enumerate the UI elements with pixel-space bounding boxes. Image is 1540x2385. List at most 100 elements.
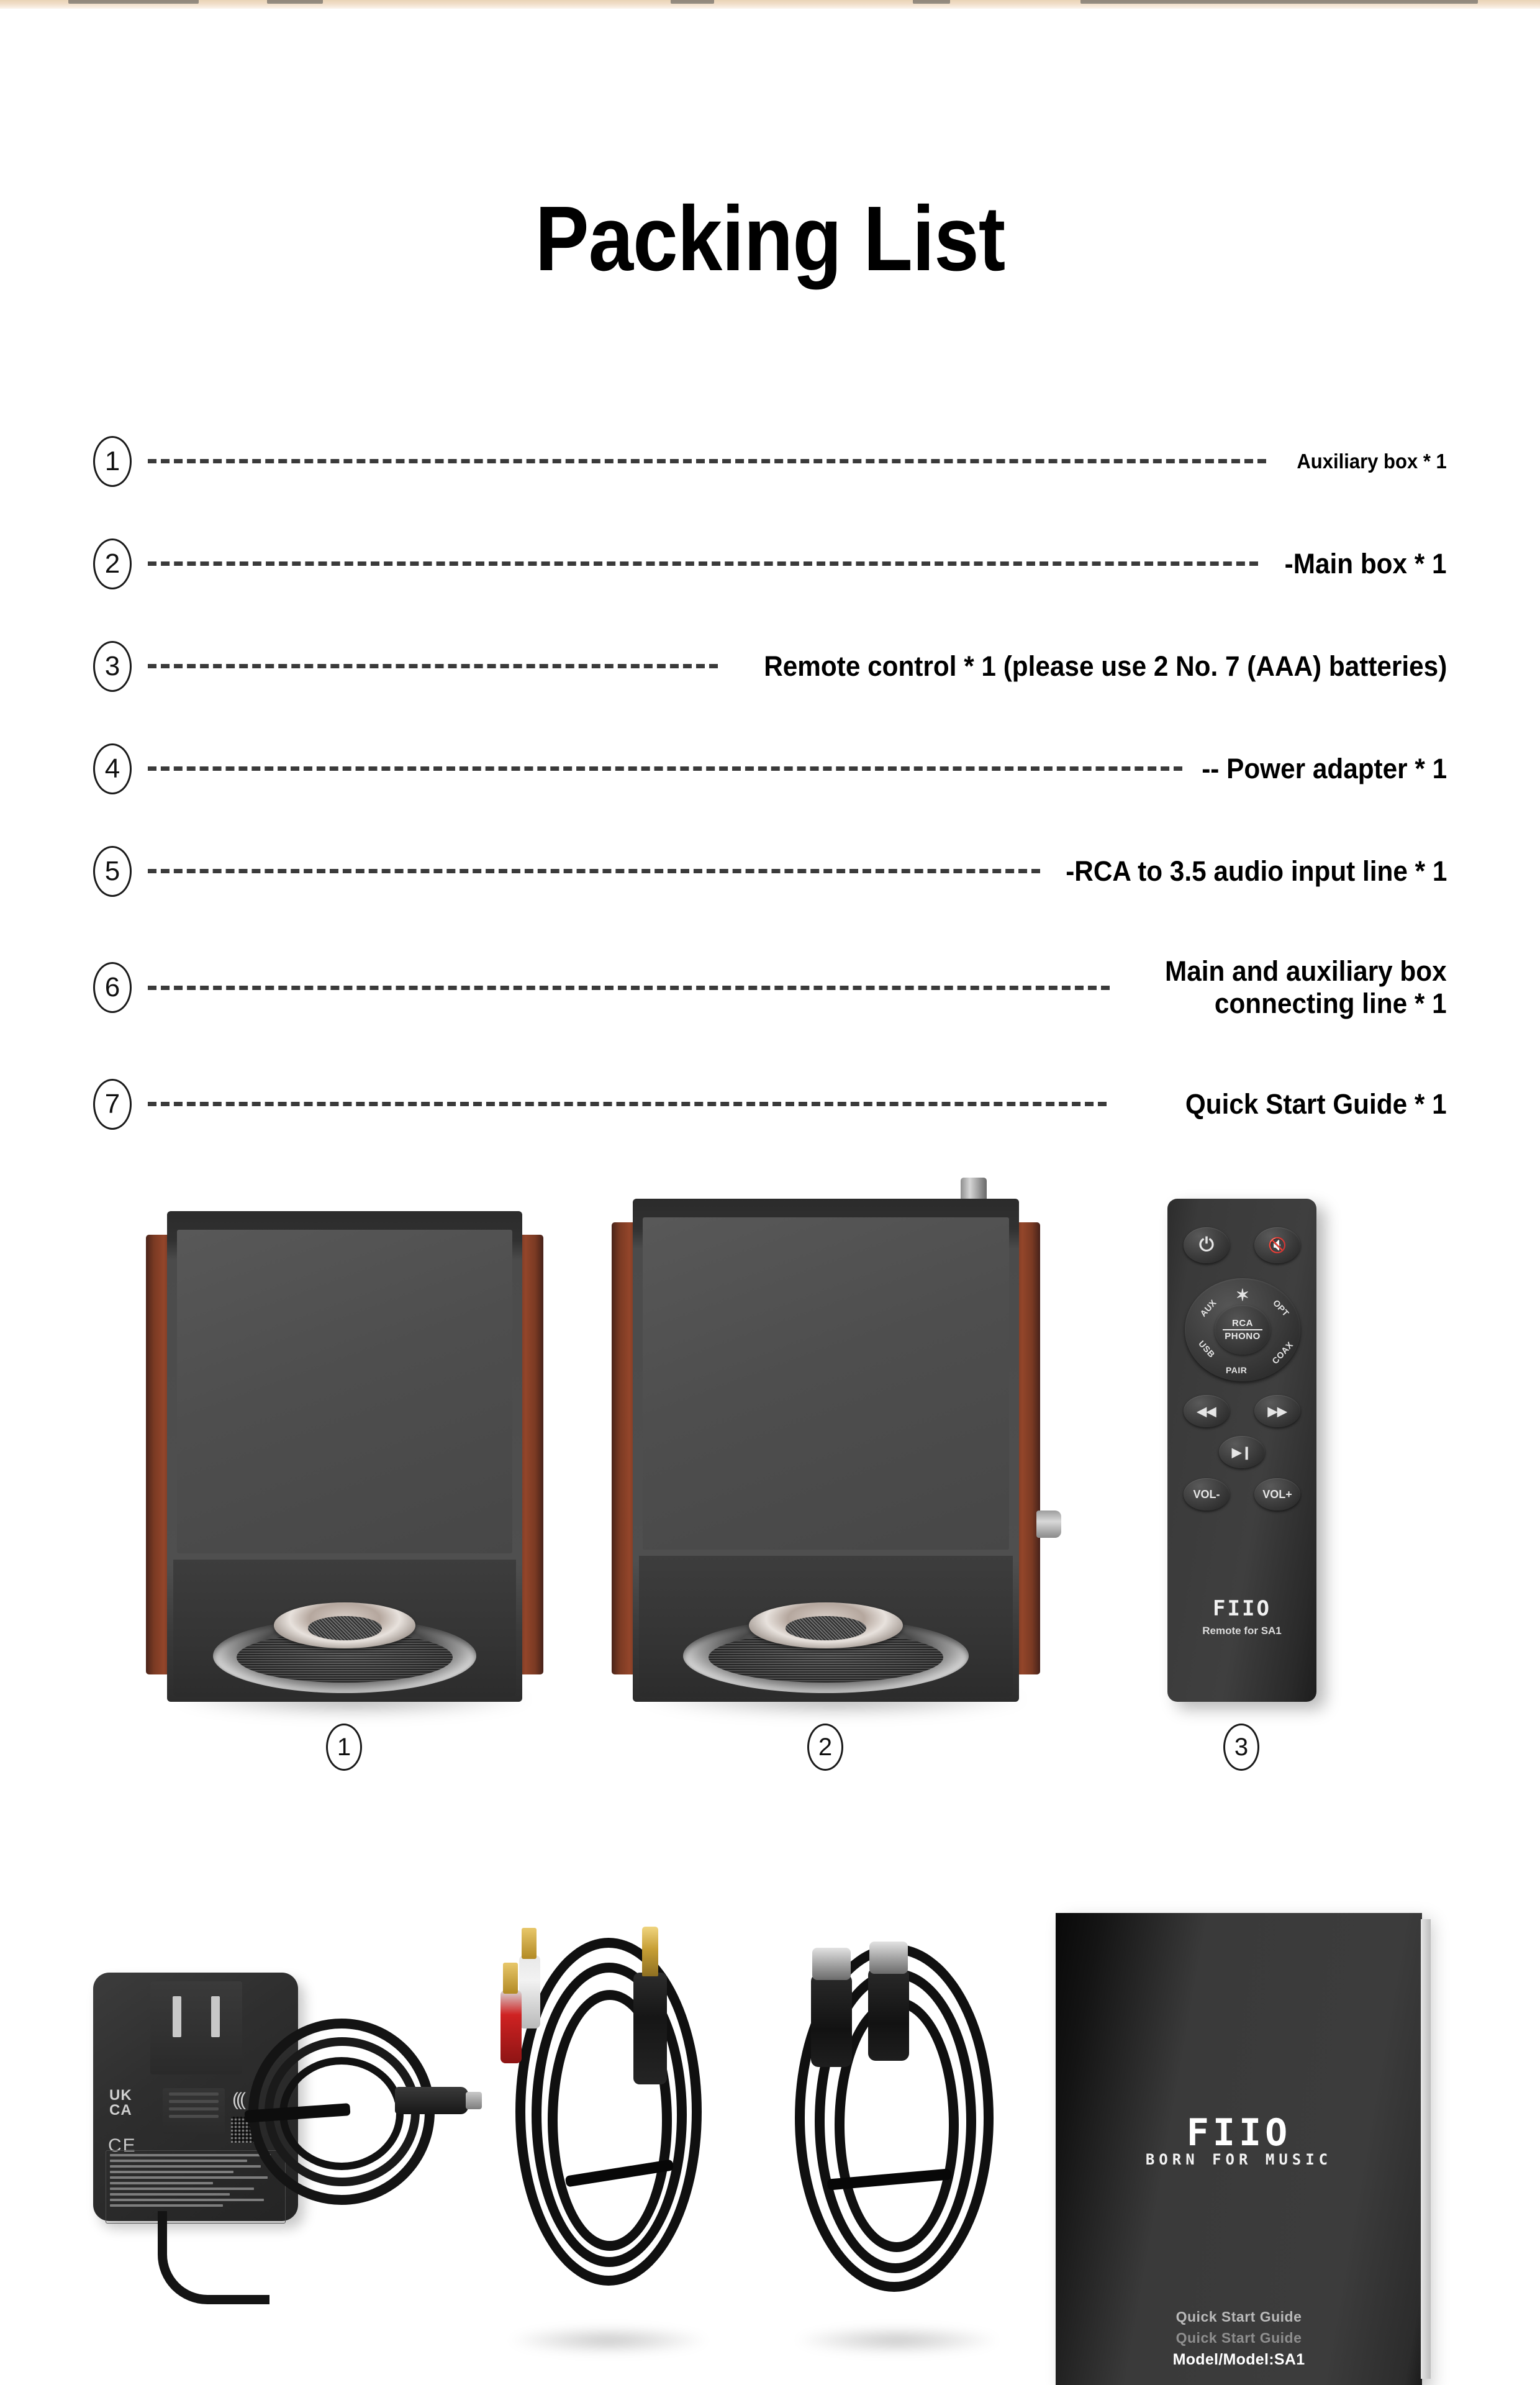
play-pause-button[interactable]: ▶❙ — [1219, 1436, 1265, 1468]
next-track-button[interactable]: ▶▶ — [1254, 1395, 1300, 1427]
leader-line — [148, 459, 1267, 463]
speaker-front-face — [643, 1217, 1009, 1550]
ukca-mark: UK CA — [109, 2087, 132, 2119]
pair-button-label[interactable]: PAIR — [1226, 1365, 1248, 1375]
din-metal-ring — [869, 1942, 908, 1974]
volume-down-button[interactable]: VOL- — [1184, 1478, 1230, 1510]
phono-label: PHONO — [1225, 1330, 1261, 1342]
volume-knob — [1036, 1510, 1061, 1538]
list-item-label: -RCA to 3.5 audio input line * 1 — [1065, 855, 1447, 887]
rca-label: RCA — [1231, 1317, 1253, 1329]
adapter-cord-tail — [158, 2211, 270, 2304]
packing-list: 1 Auxiliary box * 1 2 -Main box * 1 3 Re… — [0, 410, 1540, 1155]
remote-control-photo: ⏻ 🔇 ✶ AUX OPT USB COAX PAIR RCA PHONO ◀◀ — [1167, 1199, 1316, 1702]
product-photo-row-top: 1 2 ⏻ 🔇 — [0, 1161, 1540, 1795]
speaker-connecting-cable-photo — [776, 1913, 1018, 2354]
list-item-label: Remote control * 1 (please use 2 No. 7 (… — [763, 650, 1447, 682]
leader-line — [148, 869, 1040, 873]
list-item: 3 Remote control * 1 (please use 2 No. 7… — [0, 615, 1540, 717]
3_5mm-jack-plug — [633, 1927, 667, 2084]
cable-shadow — [795, 2327, 999, 2354]
list-item: 5 -RCA to 3.5 audio input line * 1 — [0, 820, 1540, 922]
ce-mark: CE — [108, 2135, 137, 2156]
booklet-page-edges — [1421, 1919, 1431, 2379]
list-item-label: Quick Start Guide * 1 — [1185, 1088, 1447, 1120]
rca-plug-red — [500, 1963, 522, 2063]
list-item-number: 7 — [93, 1078, 132, 1130]
rca-plug-white — [519, 1928, 540, 2028]
list-item: 2 -Main box * 1 — [0, 512, 1540, 615]
din-metal-ring — [812, 1948, 851, 1980]
leader-line-wrap — [148, 985, 1110, 990]
list-item: 7 Quick Start Guide * 1 — [0, 1053, 1540, 1155]
power-adapter-photo: UK CA CE ((( — [93, 1938, 491, 2348]
jack-tip — [642, 1927, 658, 1976]
fiio-logo: FIIO — [1213, 1596, 1271, 1621]
volume-up-button[interactable]: VOL+ — [1254, 1478, 1300, 1510]
rca-pin — [503, 1963, 518, 1994]
tweeter-driver — [748, 1602, 904, 1648]
leader-line-wrap — [148, 459, 1267, 463]
page-title: Packing List — [535, 188, 1006, 290]
speaker-cabinet — [167, 1211, 522, 1702]
list-item-number: 4 — [93, 743, 132, 794]
list-item: 6 Main and auxiliary box connecting line… — [0, 922, 1540, 1053]
list-item-label: -Main box * 1 — [1285, 547, 1447, 579]
booklet-title-secondary: Quick Start Guide — [1175, 2330, 1302, 2346]
bluetooth-icon[interactable]: ✶ — [1236, 1286, 1250, 1304]
adapter-body: UK CA CE ((( — [93, 1973, 298, 2224]
divider-bar — [1222, 1329, 1263, 1330]
power-button[interactable]: ⏻ — [1184, 1227, 1230, 1263]
leader-line-wrap — [148, 1102, 1107, 1106]
leader-line — [148, 561, 1259, 566]
rca-to-3_5-cable-photo — [491, 1913, 727, 2354]
fiio-tagline: BORN FOR MUSIC — [1145, 2151, 1333, 2169]
leader-line — [148, 985, 1110, 990]
list-item-label: Main and auxiliary box connecting line *… — [1165, 955, 1447, 1019]
list-item: 1 Auxiliary box * 1 — [0, 410, 1540, 512]
usb-button-label[interactable]: USB — [1197, 1338, 1217, 1360]
dc-barrel-plug — [395, 2087, 482, 2114]
list-item-number: 6 — [93, 962, 132, 1013]
adapter-prong-right — [211, 1996, 220, 2037]
fiio-logo: FIIO — [1186, 2111, 1292, 2155]
quick-start-guide-photo: FIIO BORN FOR MUSIC Quick Start Guide Qu… — [1056, 1913, 1431, 2385]
adapter-prong-plate — [150, 1981, 242, 2074]
leader-line-wrap — [148, 561, 1259, 566]
rca-pin — [522, 1928, 537, 1959]
previous-page-edge-strip — [0, 0, 1540, 9]
mute-button[interactable]: 🔇 — [1254, 1227, 1300, 1263]
leader-line — [148, 766, 1182, 771]
speaker-cabinet — [633, 1199, 1019, 1702]
source-selector-dial[interactable]: ✶ AUX OPT USB COAX PAIR RCA PHONO — [1185, 1278, 1300, 1381]
list-item-label: Auxiliary box * 1 — [1297, 449, 1447, 473]
remote-model-label: Remote for SA1 — [1202, 1625, 1282, 1637]
ccc-mark: ((( — [232, 2089, 246, 2110]
previous-track-button[interactable]: ◀◀ — [1184, 1395, 1230, 1427]
speaker-front-face — [177, 1230, 512, 1554]
leader-line — [148, 664, 718, 668]
din-plug-right — [868, 1942, 909, 2061]
opt-button-label[interactable]: OPT — [1270, 1297, 1291, 1319]
figure-caption-3: 3 — [1223, 1724, 1259, 1771]
coax-button-label[interactable]: COAX — [1269, 1339, 1295, 1366]
leader-line-wrap — [148, 869, 1040, 873]
tweeter-driver — [273, 1602, 416, 1648]
rca-phono-button[interactable]: RCA PHONO — [1215, 1305, 1270, 1355]
main-speaker-photo — [612, 1178, 1061, 1718]
figure-caption-2: 2 — [807, 1724, 843, 1771]
leader-line — [148, 1102, 1107, 1106]
booklet-title-en: Quick Start Guide — [1175, 2309, 1302, 2325]
auxiliary-speaker-photo — [146, 1211, 543, 1718]
leader-line-wrap — [148, 766, 1182, 771]
aux-button-label[interactable]: AUX — [1198, 1297, 1218, 1319]
adapter-vent — [163, 2088, 225, 2134]
booklet-model-label: Model/Model:SA1 — [1172, 2351, 1305, 2368]
list-item-label: -- Power adapter * 1 — [1202, 752, 1447, 784]
product-photo-row-bottom: UK CA CE ((( — [0, 1901, 1540, 2385]
adapter-spec-label — [106, 2150, 286, 2224]
leader-line-wrap — [148, 664, 718, 668]
list-item-number: 3 — [93, 640, 132, 692]
adapter-prong-left — [173, 1996, 181, 2037]
